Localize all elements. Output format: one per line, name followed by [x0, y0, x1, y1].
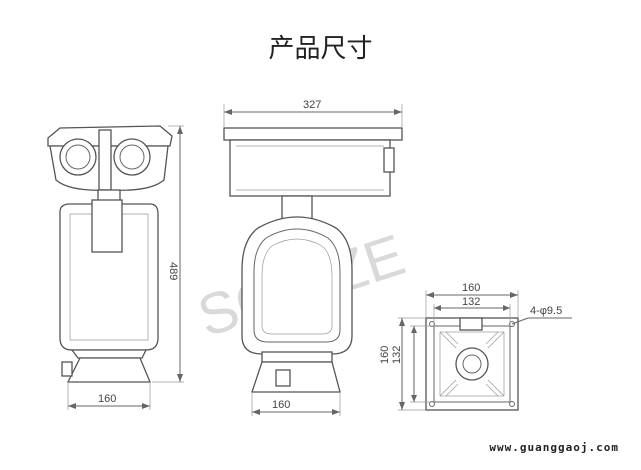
side-connector [61, 361, 73, 377]
front-frame-inner [253, 228, 341, 343]
rear-top-tab [459, 317, 483, 331]
footer-website: www.guanggaoj.com [489, 441, 619, 454]
front-mount-plate [261, 351, 333, 363]
front-view [223, 127, 403, 393]
page-title: 产品尺寸 [268, 34, 373, 64]
dim-front-base-width: 160 [272, 399, 290, 411]
front-neck [281, 195, 313, 221]
side-height-dimension: 489 [152, 125, 184, 383]
mount-hole-icon [509, 321, 515, 327]
dim-rear-inner-height: 132 [391, 346, 403, 364]
front-base-dimension: 160 [251, 392, 341, 416]
rear-inner-width-dimension: 132 [433, 296, 511, 326]
front-side-cap [383, 147, 395, 173]
dim-rear-outer-width: 160 [462, 282, 480, 294]
rear-inner-height-dimension: 132 [391, 325, 434, 403]
lens-right-icon [113, 138, 151, 176]
front-base [251, 361, 341, 393]
side-tilt-arm [91, 199, 123, 253]
front-top-dimension: 327 [223, 99, 403, 128]
dim-side-width: 160 [98, 393, 116, 405]
rear-center-lens-inner-icon [462, 354, 482, 374]
side-width-dimension: 160 [67, 382, 151, 410]
mount-hole-icon [429, 321, 435, 327]
lens-left-icon [59, 138, 97, 176]
side-pan-body [59, 203, 159, 351]
mount-hole-icon [429, 401, 435, 407]
lens-right-inner-icon [119, 144, 145, 170]
front-frame-outer [241, 216, 353, 355]
dim-rear-inner-width: 132 [462, 296, 480, 308]
dim-side-height: 489 [167, 262, 179, 280]
rear-outer-height-dimension: 160 [379, 317, 426, 411]
side-base-neck [70, 349, 148, 359]
mount-hole-icon [509, 401, 515, 407]
side-view [47, 125, 173, 383]
mount-hole-callout: 4-φ9.5 [511, 305, 572, 325]
front-connector [275, 369, 291, 387]
dim-mount-holes: 4-φ9.5 [530, 305, 562, 317]
rear-view [425, 317, 519, 411]
rear-outer-width-dimension: 160 [425, 282, 519, 318]
side-center-post [98, 129, 112, 191]
lens-left-inner-icon [65, 144, 91, 170]
front-camera-body [229, 139, 391, 197]
rear-center-lens-icon [455, 347, 489, 381]
side-base-foot [66, 357, 151, 383]
dim-front-top-width: 327 [303, 99, 321, 111]
front-hood [223, 127, 403, 141]
dim-rear-outer-height: 160 [379, 346, 391, 364]
